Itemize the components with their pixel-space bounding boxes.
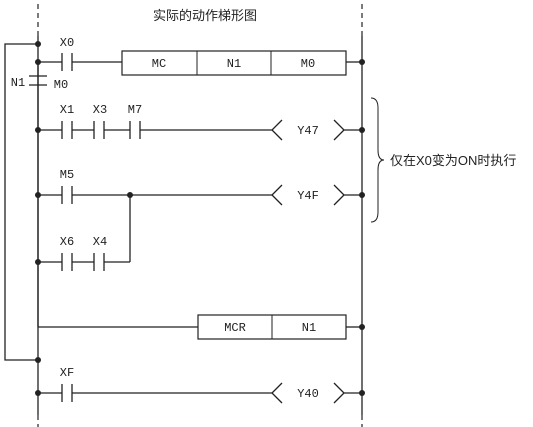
mc-instruction-box: [121, 50, 347, 76]
junction-dot: [359, 192, 365, 198]
coil-left-bracket: [271, 119, 283, 141]
nest-label: N1: [11, 76, 25, 90]
rung-y47: X1 X3 M7 Y47: [35, 103, 365, 141]
mc-cell-device: M0: [301, 57, 315, 71]
coil-right-bracket: [333, 119, 345, 141]
junction-dot: [359, 127, 365, 133]
nest-contact-m0: N1 M0: [11, 75, 68, 92]
coil-left-bracket: [271, 382, 283, 404]
contact-label: XF: [60, 366, 74, 380]
contact-label: X6: [60, 235, 74, 249]
mcr-cell-nest: N1: [302, 321, 316, 335]
junction-dot: [359, 324, 365, 330]
mc-cell-op: MC: [152, 57, 166, 71]
junction-dot: [35, 357, 41, 363]
mc-cell-nest: N1: [227, 57, 241, 71]
coil-label: Y40: [297, 387, 319, 401]
rung-mcr: MCR N1: [38, 314, 365, 340]
contact-label: X3: [93, 103, 107, 117]
junction-dot: [35, 41, 41, 47]
rung-mc: X0 MC N1 M0: [35, 36, 365, 76]
coil-right-bracket: [333, 184, 345, 206]
contact-label: M5: [60, 168, 74, 182]
coil-right-bracket: [333, 382, 345, 404]
brace-bracket: [370, 97, 385, 223]
rung-y4f: M5 X6 X4 Y4F: [35, 168, 365, 271]
rung-y40: XF Y40: [35, 366, 365, 404]
contact-label: X4: [93, 235, 107, 249]
coil-label: Y4F: [297, 189, 319, 203]
annotation-note: 仅在X0变为ON时执行: [390, 153, 516, 168]
diagram-title: 实际的动作梯形图: [153, 8, 257, 23]
coil-left-bracket: [271, 184, 283, 206]
coil-label: Y47: [297, 124, 319, 138]
outer-bypass-wire: [4, 43, 38, 361]
nest-contact-label: M0: [54, 78, 68, 92]
mcr-cell-op: MCR: [224, 321, 246, 335]
junction-dot: [359, 390, 365, 396]
contact-label: M7: [128, 103, 142, 117]
junction-dot: [359, 59, 365, 65]
contact-label: X0: [60, 36, 74, 50]
contact-label: X1: [60, 103, 74, 117]
